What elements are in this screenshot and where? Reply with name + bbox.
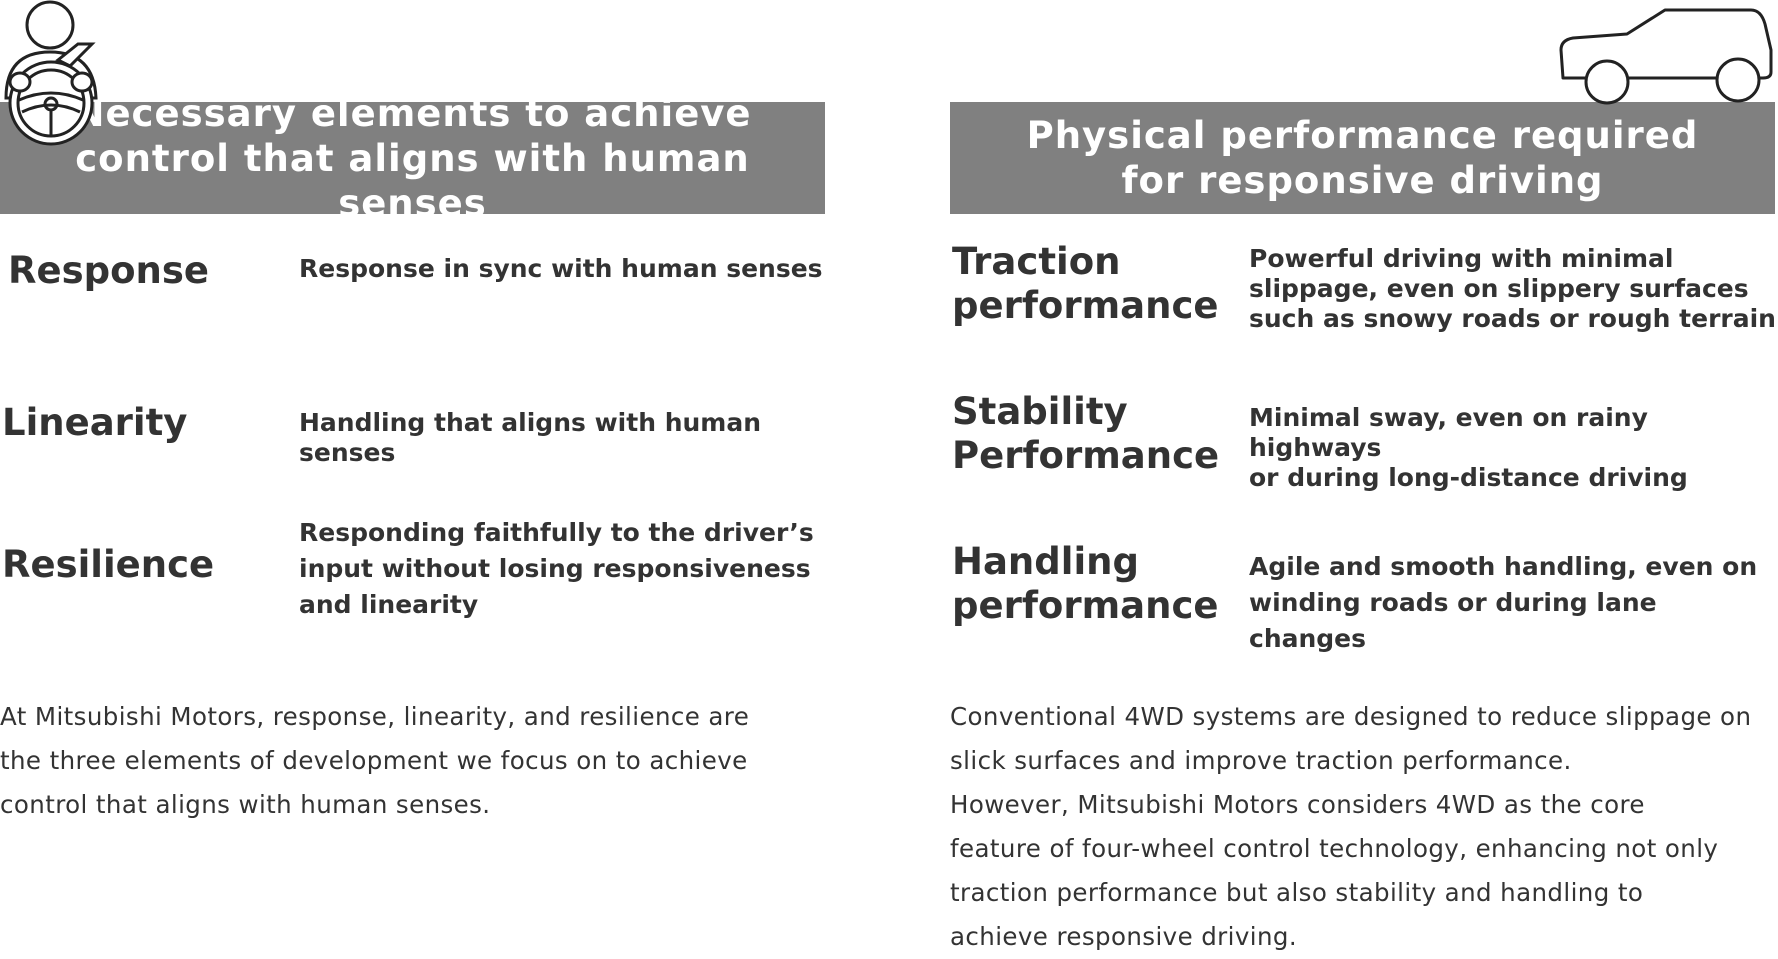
desc-traction: Powerful driving with minimal slippage, … [1249, 244, 1776, 333]
right-paragraph: Conventional 4WD systems are designed to… [950, 702, 1752, 951]
driver-steering-wheel-icon [4, 0, 98, 146]
term-traction: Traction performance [952, 240, 1219, 327]
right-column: Physical performance required for respon… [950, 0, 1778, 951]
right-header: Physical performance required for respon… [950, 102, 1775, 214]
term-handling: Handling performance [952, 540, 1219, 627]
term-response: Response [8, 249, 209, 292]
left-paragraph: At Mitsubishi Motors, response, linearit… [0, 702, 750, 819]
desc-resilience: Responding faithfully to the driver’s in… [299, 518, 814, 619]
left-header: Necessary elements to achieve control th… [0, 92, 825, 225]
desc-linearity: Handling that aligns with human senses [299, 408, 762, 467]
right-header-title: Physical performance required for respon… [1026, 114, 1699, 202]
term-linearity: Linearity [2, 401, 188, 444]
suv-car-icon [1559, 8, 1773, 105]
left-header-title: Necessary elements to achieve control th… [73, 91, 752, 225]
term-stability: Stability Performance [952, 390, 1220, 477]
desc-stability: Minimal sway, even on rainy highways or … [1249, 403, 1688, 492]
desc-handling: Agile and smooth handling, even on windi… [1249, 552, 1758, 653]
desc-response: Response in sync with human senses [299, 254, 823, 283]
left-column: Necessary elements to achieve control th… [0, 0, 830, 950]
term-resilience: Resilience [2, 543, 215, 586]
